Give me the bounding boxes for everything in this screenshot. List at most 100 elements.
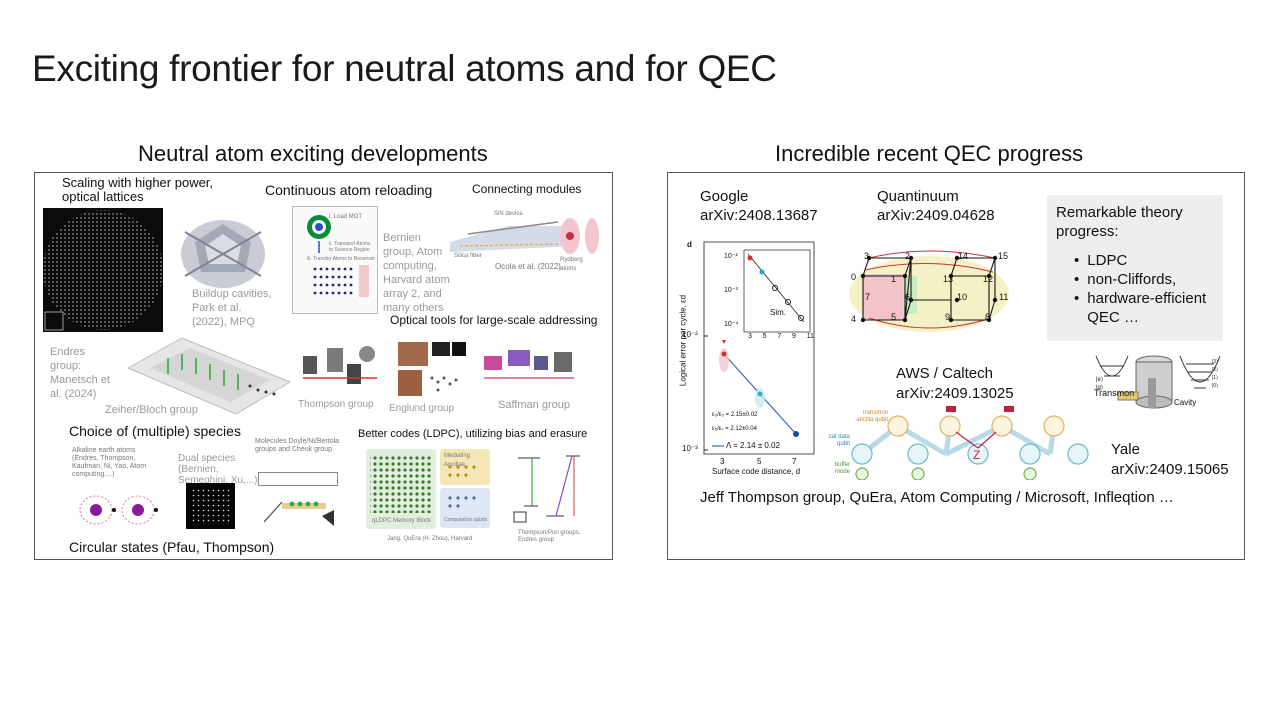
google-arxiv: arXiv:2408.13687 <box>700 207 818 224</box>
ytick-2: 10⁻³ <box>682 444 698 453</box>
theory-box: Remarkable theory progress: LDPC non-Cli… <box>1047 195 1223 341</box>
sin-device-label: SiN device <box>494 211 523 217</box>
theory-item: non-Cliffords, <box>1074 270 1214 289</box>
yale-g: |g⟩ <box>1096 385 1104 391</box>
molecule-array <box>258 472 338 486</box>
lambda-label: Λ = 2.14 ± 0.02 <box>726 441 780 450</box>
rydberg-label: Rydberg atoms <box>560 257 583 272</box>
fit-label-1: ε₃/ε₅ = 2.15±0.02 <box>712 412 758 418</box>
ocola-label: Ocola et al. (2022) <box>495 262 561 271</box>
continuous-label: Continuous atom reloading <box>265 182 433 198</box>
fit-label-2: ε₅/ε₇ = 2.12±0.04 <box>712 426 757 432</box>
theory-list: LDPC non-Cliffords, •hardware-efficient … <box>1056 251 1214 327</box>
node-label: 4 <box>851 314 857 324</box>
englund-label: Englund group <box>389 403 455 414</box>
yale-levels: |3⟩ |2⟩ |1⟩ |0⟩ <box>1212 358 1218 390</box>
dual-species-label: Dual species (Bernien, Semeghini, Xu,...… <box>178 453 258 486</box>
zeiher-label: Zeiher/Bloch group <box>105 404 198 416</box>
plot-frame <box>703 241 815 455</box>
node-label: 12 <box>983 274 994 284</box>
inset-ytick-3: 10⁻⁴ <box>724 321 739 328</box>
node-label: 0 <box>851 272 857 282</box>
inset-frame <box>743 249 811 333</box>
google-name: Google <box>700 188 749 205</box>
inset-xtick: 5 <box>762 333 767 340</box>
node-label: 9 <box>945 312 951 322</box>
aws-name: AWS / Caltech <box>896 365 993 382</box>
theory-item: hardware-efficient QEC … <box>1087 290 1207 326</box>
level: |1⟩ <box>1212 375 1219 381</box>
reloading-diagram: i. Load MOT ii. Transport Atoms to Scien… <box>292 206 378 314</box>
ldpc-label: Better codes (LDPC), utilizing bias and … <box>358 428 588 440</box>
level: |3⟩ <box>1212 359 1219 365</box>
optical-tools-label: Optical tools for large-scale addressing <box>390 313 598 327</box>
scaling-label: Scaling with higher power, optical latti… <box>62 175 214 204</box>
right-panel-heading: Incredible recent QEC progress <box>775 141 1084 166</box>
node-label: 1 <box>891 274 897 284</box>
quantinuum-graph: 3 2 14 15 0 1 13 12 7 6 10 11 4 5 9 8 <box>845 248 1013 334</box>
google-xlabel: Surface code distance, d <box>712 467 801 476</box>
quantinuum-label: Quantinuum arXiv:2409.04628 <box>877 187 995 225</box>
inset-point <box>772 285 778 291</box>
mediating-label: Mediating Ancillae <box>444 453 471 468</box>
google-ylabel: Logical error per cycle, εd <box>678 294 688 387</box>
level: |0⟩ <box>1212 383 1219 389</box>
endres-label: Endres group: Manetsch et al. (2024) <box>50 346 110 400</box>
theory-title: Remarkable theory progress: <box>1056 204 1183 240</box>
node-label: 15 <box>998 251 1009 261</box>
inset-point <box>798 315 804 321</box>
reservoir-label: iii. Transfer Atoms to Reservoir <box>307 256 376 262</box>
google-plot-svg <box>703 241 815 455</box>
computation-label: Computation qubits <box>444 517 488 523</box>
species-label: Choice of (multiple) species <box>69 423 241 439</box>
thompson-label: Thompson group <box>298 399 374 410</box>
node-label: 6 <box>905 292 911 302</box>
transport-label: ii. Transport Atoms to Science Region <box>329 241 371 253</box>
inset-xticks: 3 5 7 9 11 <box>748 333 814 340</box>
node-label: 13 <box>943 274 954 284</box>
alkaline-label: Alkaline earth atoms (Endres, Thompson, … <box>72 447 147 478</box>
zeiher-lattice-image <box>120 334 295 419</box>
memory-label: qLDPC Memory Block <box>372 518 432 524</box>
erasure-levels-diagram <box>510 446 586 530</box>
inset-legend: Sim. <box>770 308 786 317</box>
yale-cavity-label: Cavity <box>1174 398 1197 407</box>
inset-ytick-2: 10⁻³ <box>724 287 738 294</box>
left-panel-heading: Neutral atom exciting developments <box>138 141 488 166</box>
thompson-setup-image <box>297 338 383 396</box>
quantinuum-arxiv: arXiv:2409.04628 <box>877 207 995 224</box>
englund-image <box>398 338 468 400</box>
inset-xtick: 11 <box>806 333 814 340</box>
aws-cat-qubit-diagram: Z transmon ancilla qubit cat data qubit … <box>818 404 1090 481</box>
molecule-beams-image <box>262 486 338 528</box>
data-point-d7 <box>793 431 799 437</box>
transmon-label: transmon ancilla qubit <box>856 410 888 423</box>
xtick: 3 <box>720 457 725 466</box>
yale-cavity-diagram: |e⟩ |g⟩ Transmon Cavity |3⟩ |2⟩ |1⟩ |0⟩ <box>1090 348 1230 412</box>
mot-label: i. Load MOT <box>329 214 363 220</box>
inset-xtick: 7 <box>777 333 782 340</box>
mediating-ancillae: Mediating Ancillae <box>440 449 490 485</box>
node-label: 2 <box>905 251 911 261</box>
qldpc-memory-block: qLDPC Memory Block <box>366 449 436 529</box>
z-label: Z <box>973 448 981 462</box>
buffer-label: buffer mode <box>834 462 850 475</box>
node-label: 14 <box>958 251 969 261</box>
quantinuum-name: Quantinuum <box>877 188 959 205</box>
inset-xtick: 3 <box>748 333 752 340</box>
connecting-label: Connecting modules <box>472 182 582 196</box>
yale-label: Yale arXiv:2409.15065 <box>1111 440 1229 480</box>
level: |2⟩ <box>1212 367 1219 373</box>
xtick: 7 <box>792 457 797 466</box>
node-label: 5 <box>891 312 897 322</box>
node-label: 7 <box>865 292 871 302</box>
connecting-modules-diagram: SiN device Silica fiber Rydberg atoms <box>448 204 600 272</box>
bernien-label: Bernien group, Atom computing, Harvard a… <box>383 232 450 314</box>
inset-point <box>759 269 765 275</box>
panel-letter: d <box>687 240 692 249</box>
cat-label: cat data qubit <box>828 434 850 447</box>
thompson-puri-label: Thompson/Puri groups, Endres group <box>518 530 581 543</box>
molecules-label: Molecules Doyle/Ni/Bertola groups and Ch… <box>255 438 340 453</box>
yale-e: |e⟩ <box>1096 377 1104 383</box>
computation-qubits: Computation qubits <box>440 488 490 528</box>
